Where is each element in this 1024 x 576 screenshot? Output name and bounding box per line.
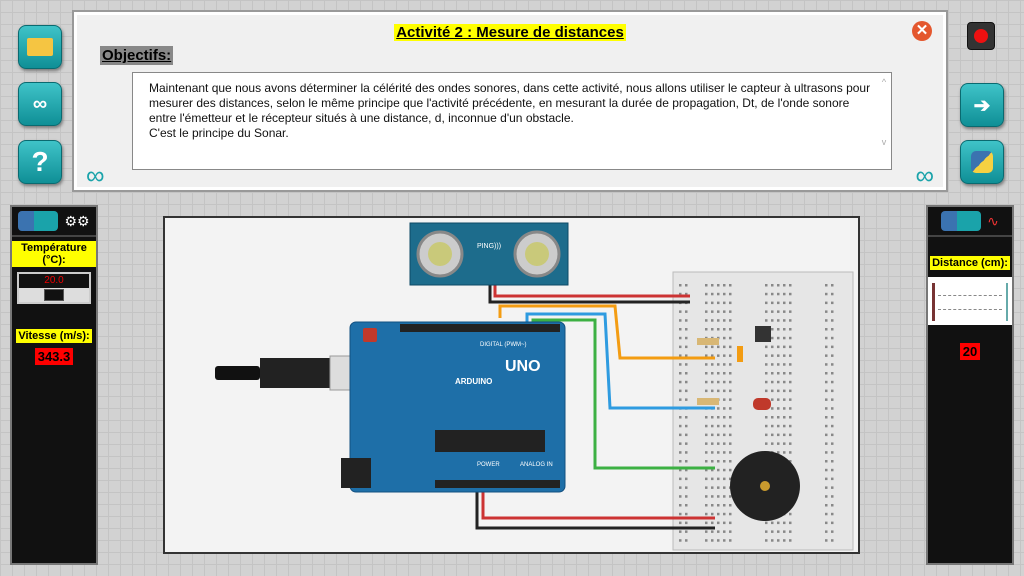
python-icon [971, 151, 993, 173]
description-paragraph: C'est le principe du Sonar. [149, 126, 289, 140]
prev-arduino-icon[interactable]: ∞ [86, 160, 105, 190]
speed-value: 343.3 [34, 348, 74, 365]
right-panel: ∿ Distance (cm): 20 [926, 205, 1014, 565]
analog-label: ANALOG IN [520, 462, 553, 468]
folder-icon [27, 38, 53, 56]
pushbutton [755, 326, 771, 342]
close-button[interactable]: ✕ [912, 21, 932, 41]
wire-blue [525, 312, 715, 410]
stop-icon [974, 29, 988, 43]
next-arduino-icon[interactable]: ∞ [915, 160, 934, 190]
led [753, 398, 771, 410]
reset-button [363, 328, 377, 342]
sonar-diagram [928, 277, 1012, 325]
arduino-upload-icon: ➔ [973, 94, 991, 117]
wire-black [488, 280, 690, 304]
board-brand: ARDUINO [455, 377, 492, 386]
activity-panel: Activité 2 : Mesure de distances Objecti… [72, 10, 948, 192]
slider-thumb[interactable] [44, 289, 64, 301]
python-button[interactable] [960, 140, 1004, 184]
upload-arduino-button[interactable]: ➔ [960, 83, 1004, 127]
temperature-control: 20.0 [17, 272, 91, 304]
stop-button[interactable] [967, 22, 995, 50]
objectives-label: Objectifs: [100, 46, 174, 65]
arduino-icon: ∞ [32, 92, 48, 115]
digital-label: DIGITAL (PWM~) [480, 342, 527, 348]
circuit-view: /* dots drawn below */ PING))) UNO ARDUI… [163, 216, 860, 554]
distance-label: Distance (cm): [930, 256, 1010, 270]
distance-value: 20 [959, 343, 981, 360]
python-arduino-logo-icon [941, 211, 982, 231]
activity-description: Maintenant que nous avons déterminer la … [132, 72, 892, 170]
arduino-button[interactable]: ∞ [18, 82, 62, 126]
help-button[interactable]: ? [18, 140, 62, 184]
scrollbar[interactable]: ^v [881, 77, 887, 147]
description-paragraph: Maintenant que nous avons déterminer la … [149, 81, 871, 125]
capacitor [737, 346, 743, 362]
wire-red-5v [481, 488, 715, 520]
resistor [697, 398, 719, 405]
left-panel: ⚙⚙ Température (°C): 20.0 Vitesse (m/s):… [10, 205, 98, 565]
gear-icon: ⚙⚙ [64, 212, 90, 229]
wire-black-gnd [475, 488, 715, 530]
resistor [697, 338, 719, 345]
sensor-label: PING))) [477, 243, 501, 250]
activity-title: Activité 2 : Mesure de distances [394, 24, 626, 41]
temperature-slider[interactable] [19, 288, 89, 302]
speed-label: Vitesse (m/s): [16, 329, 92, 343]
microcontroller-chip [435, 430, 545, 452]
python-arduino-logo-icon [18, 211, 59, 231]
waveform-icon: ∿ [987, 212, 999, 229]
temperature-value: 20.0 [44, 275, 64, 286]
board-label: UNO [505, 358, 541, 375]
temperature-label: Température (°C): [12, 241, 96, 267]
circuit-diagram: /* dots drawn below */ PING))) UNO ARDUI… [215, 222, 854, 551]
wire-orange [498, 304, 715, 360]
power-label: POWER [477, 462, 500, 468]
open-folder-button[interactable] [18, 25, 62, 69]
